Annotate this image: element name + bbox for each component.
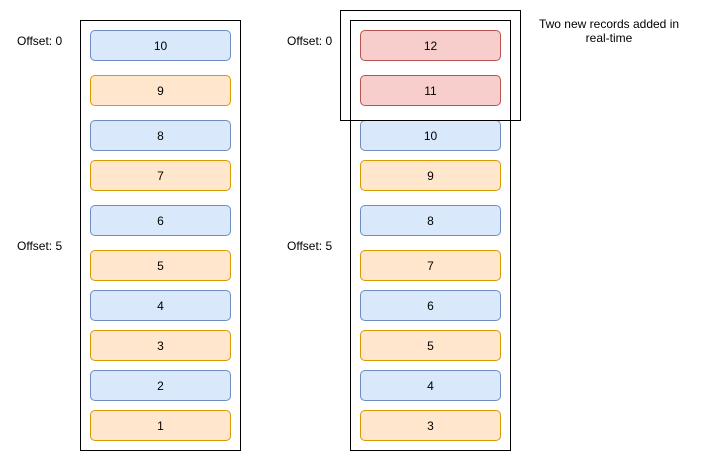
left-record-3: 3 xyxy=(90,330,231,361)
left-offset-0-label: Offset: 0 xyxy=(17,34,63,48)
left-offset-5-label: Offset: 5 xyxy=(17,239,63,253)
right-record-3: 3 xyxy=(360,410,501,441)
right-record-8: 8 xyxy=(360,205,501,236)
left-record-8: 8 xyxy=(90,120,231,151)
left-record-6: 6 xyxy=(90,205,231,236)
left-record-1: 1 xyxy=(90,410,231,441)
right-record-10: 10 xyxy=(360,120,501,151)
right-offset-0-label: Offset: 0 xyxy=(287,34,333,48)
right-record-12: 12 xyxy=(360,30,501,61)
new-records-highlight-box xyxy=(340,10,521,121)
left-record-4: 4 xyxy=(90,290,231,321)
left-record-2: 2 xyxy=(90,370,231,401)
right-record-11: 11 xyxy=(360,75,501,106)
left-record-10: 10 xyxy=(90,30,231,61)
right-record-4: 4 xyxy=(360,370,501,401)
left-record-7: 7 xyxy=(90,160,231,191)
right-record-5: 5 xyxy=(360,330,501,361)
left-record-9: 9 xyxy=(90,75,231,106)
right-offset-5-label: Offset: 5 xyxy=(287,239,333,253)
new-records-annotation: Two new records added in real-time xyxy=(538,17,680,45)
left-record-5: 5 xyxy=(90,250,231,281)
right-record-6: 6 xyxy=(360,290,501,321)
right-record-9: 9 xyxy=(360,160,501,191)
right-record-7: 7 xyxy=(360,250,501,281)
